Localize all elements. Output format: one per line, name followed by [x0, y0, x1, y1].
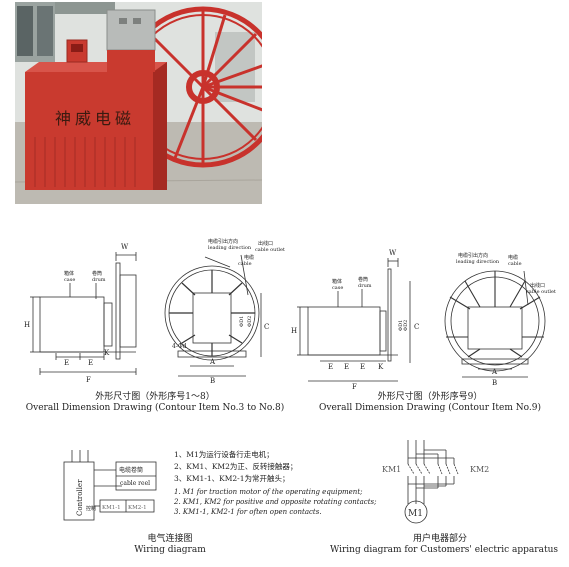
- note-en-1: 1. M1 for traction motor of the operatin…: [174, 488, 363, 496]
- d2-label-d1: ΦD1: [398, 320, 404, 331]
- note-cn-3: 3、KM1-1、KM2-1为常开触头；: [174, 474, 290, 483]
- label-k: K: [104, 349, 110, 357]
- label-a: A: [209, 358, 216, 366]
- note-en-3: 3. KM1-1, KM2-1 for often open contacts.: [174, 508, 322, 516]
- note-en-2: 2. KM1, KM2 for positive and opposite ro…: [174, 498, 377, 506]
- label-outlet-cn: 出线口: [258, 240, 273, 247]
- d2-label-case-en: case: [332, 285, 343, 291]
- label-d1: ΦD1: [239, 316, 245, 327]
- customer-wiring-diagram: KM1 KM2 M1: [382, 440, 489, 524]
- wiring-diagram: Controller 控制 电缆卷筒 cable reel KM1-1 KM2-…: [63, 450, 157, 521]
- d2-label-k: K: [378, 363, 384, 371]
- label-leading-en: leading direction: [208, 245, 252, 251]
- label-w: W: [121, 243, 129, 251]
- controller-label: Controller: [76, 479, 84, 516]
- d2-label-f: F: [352, 383, 357, 391]
- label-case-en: case: [64, 277, 75, 283]
- label-drum-en: drum: [92, 277, 106, 283]
- label-b: B: [210, 377, 215, 385]
- d2-label-e1: E: [328, 363, 333, 371]
- label-h: H: [24, 321, 30, 329]
- brand-text: 神威电磁: [55, 109, 135, 128]
- label-cable-en: cable: [238, 261, 252, 267]
- label-d2: ΦD2: [247, 316, 253, 327]
- d2-label-outlet-en: cable outlet: [526, 289, 556, 295]
- label-e1: E: [64, 359, 69, 367]
- label-e2: E: [88, 359, 93, 367]
- d2-label-d2: ΦD2: [403, 320, 409, 331]
- km1-label: KM1: [382, 465, 401, 474]
- d2-label-leading-en: leading direction: [456, 259, 500, 265]
- wiring-caption-cn: 电气连接图: [147, 534, 193, 544]
- label-outlet-en: cable outlet: [255, 247, 285, 253]
- reel-en-label: cable reel: [120, 480, 150, 487]
- controller-cn-label: 控制: [86, 505, 96, 512]
- label-cable-cn: 电缆: [244, 254, 254, 261]
- d2-label-cable-en: cable: [508, 261, 522, 267]
- label-case-cn: 箱体: [64, 270, 74, 277]
- note-cn-2: 2、KM1、KM2为正、反转接触器；: [174, 462, 298, 471]
- label-c: C: [264, 323, 269, 331]
- reel-cn-label: 电缆卷筒: [119, 466, 143, 474]
- motor-label: M1: [408, 509, 423, 519]
- dimension-drawing-2: W H E E E K F C A B ΦD1 ΦD2 箱体 case 卷筒 d…: [291, 249, 556, 391]
- d2-label-w: W: [389, 249, 397, 257]
- note-cn-1: 1、M1为运行设备行走电机；: [174, 450, 274, 459]
- d2-label-drum-cn: 卷筒: [358, 276, 368, 283]
- customer-caption-en: Wiring diagram for Customers' electric a…: [330, 545, 558, 555]
- d2-label-e2: E: [344, 363, 349, 371]
- d2-label-cable-cn: 电缆: [508, 254, 518, 261]
- customer-caption: 用户电器部分 Wiring diagram for Customers' ele…: [330, 534, 558, 556]
- label-f: F: [86, 376, 91, 384]
- wiring-notes: 1、M1为运行设备行走电机； 2、KM1、KM2为正、反转接触器； 3、KM1-…: [174, 449, 376, 517]
- drawing1-caption: 外形尺寸图（外形序号1～8） Overall Dimension Drawing…: [20, 392, 290, 414]
- drawing1-caption-en: Overall Dimension Drawing (Contour Item …: [25, 403, 285, 413]
- km1-1-label: KM1-1: [102, 505, 121, 511]
- dimension-drawing-1: W H E E K F C A B 4-Φd ΦD1 ΦD2 箱体 case 卷…: [24, 238, 285, 385]
- drawing2-caption: 外形尺寸图（外形序号9） Overall Dimension Drawing (…: [300, 392, 560, 414]
- d2-label-h: H: [291, 327, 297, 335]
- d2-label-e3: E: [360, 363, 365, 371]
- d2-label-c: C: [414, 323, 419, 331]
- d2-label-case-cn: 箱体: [332, 278, 342, 285]
- d2-label-leading-cn: 电缆引出方向: [458, 252, 488, 259]
- label-leading-cn: 电缆引出方向: [208, 238, 238, 245]
- wiring-caption: 电气连接图 Wiring diagram: [110, 534, 230, 556]
- cabinet-photo: [25, 72, 153, 190]
- drawing2-caption-en: Overall Dimension Drawing (Contour Item …: [318, 403, 542, 413]
- label-hole: 4-Φd: [172, 343, 187, 350]
- drawing1-caption-cn: 外形尺寸图（外形序号1～8）: [95, 392, 215, 402]
- d2-label-drum-en: drum: [358, 283, 372, 289]
- d2-label-b: B: [492, 379, 497, 387]
- d2-label-outlet-cn: 出线口: [530, 282, 545, 289]
- customer-caption-cn: 用户电器部分: [412, 534, 467, 544]
- product-photo: 神威电磁: [15, 2, 262, 204]
- label-drum-cn: 卷筒: [92, 270, 102, 277]
- km2-1-label: KM2-1: [128, 505, 147, 511]
- d2-label-a: A: [491, 368, 498, 376]
- wiring-caption-en: Wiring diagram: [134, 545, 206, 555]
- drawing2-caption-cn: 外形尺寸图（外形序号9）: [377, 392, 483, 402]
- km2-label: KM2: [470, 465, 489, 474]
